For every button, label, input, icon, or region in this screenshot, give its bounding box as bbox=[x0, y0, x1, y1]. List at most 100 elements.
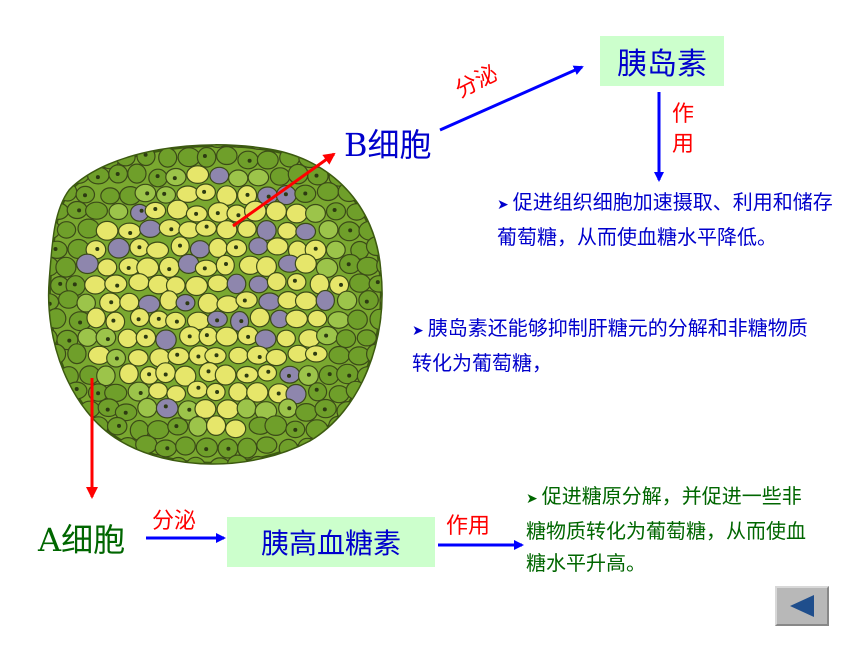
islet-cell bbox=[269, 167, 291, 186]
islet-cell bbox=[369, 454, 382, 464]
cell-nucleus bbox=[64, 406, 69, 411]
cell-nucleus bbox=[109, 300, 114, 305]
islet-cell bbox=[105, 311, 126, 332]
back-button[interactable] bbox=[775, 586, 829, 626]
islet-cell bbox=[307, 456, 330, 464]
cell-nucleus bbox=[396, 428, 400, 432]
islet-cell bbox=[336, 437, 358, 457]
cell-nucleus bbox=[215, 390, 220, 394]
islet-cell bbox=[266, 145, 290, 150]
glucagon-box: 胰高血糖素 bbox=[227, 517, 435, 567]
islet-cell bbox=[285, 309, 309, 329]
cell-nucleus bbox=[187, 334, 192, 339]
islet-cell bbox=[216, 220, 238, 240]
cell-nucleus bbox=[111, 318, 116, 323]
islet-cell bbox=[248, 275, 269, 294]
islet-cell bbox=[57, 149, 81, 168]
cell-nucleus bbox=[287, 406, 292, 411]
cell-nucleus bbox=[169, 227, 174, 232]
glucagon-label: 胰高血糖素 bbox=[260, 527, 401, 560]
cell-nucleus bbox=[156, 316, 161, 321]
cell-nucleus bbox=[72, 282, 77, 287]
insulin-action-label: 作用 bbox=[672, 102, 695, 157]
cell-nucleus bbox=[44, 371, 48, 375]
islet-cell bbox=[256, 220, 277, 242]
a-cell-label: A细胞 bbox=[38, 521, 126, 559]
islet-cell bbox=[258, 292, 281, 311]
islet-cell bbox=[294, 291, 318, 311]
cell-nucleus bbox=[49, 444, 54, 449]
islet-cell bbox=[155, 398, 179, 419]
islet-cell bbox=[237, 220, 257, 239]
islet-cell bbox=[107, 237, 131, 259]
islet-cell bbox=[49, 147, 60, 166]
islet-cell bbox=[100, 187, 120, 205]
islet-cell bbox=[206, 145, 229, 149]
cell-nucleus bbox=[163, 404, 168, 409]
cell-nucleus bbox=[67, 338, 72, 343]
islet-cell bbox=[346, 453, 368, 464]
islet-cell bbox=[214, 364, 237, 386]
cell-nucleus bbox=[128, 231, 133, 235]
cell-nucleus bbox=[85, 445, 90, 450]
cell-nucleus bbox=[194, 211, 199, 216]
islet-cell bbox=[388, 166, 408, 183]
islet-cell bbox=[67, 343, 87, 365]
islet-cell bbox=[265, 348, 288, 367]
islet-cell bbox=[145, 145, 167, 150]
cell-nucleus bbox=[247, 158, 252, 163]
cell-nucleus bbox=[54, 170, 59, 175]
islet-cell bbox=[246, 345, 270, 365]
islet-cell bbox=[118, 363, 139, 385]
islet-cell bbox=[159, 290, 179, 311]
cell-nucleus bbox=[174, 319, 179, 324]
islet-cell bbox=[66, 145, 90, 148]
cell-nucleus bbox=[143, 334, 148, 339]
cell-nucleus bbox=[324, 333, 329, 338]
insulin-effect-1-text: 促进组织细胞加速摄取、利用和储存葡萄糖，从而使血糖水平降低。 bbox=[497, 190, 833, 249]
islet-cell bbox=[49, 437, 61, 455]
cell-nucleus bbox=[172, 176, 177, 181]
cell-nucleus bbox=[244, 373, 249, 378]
islet-cell bbox=[327, 311, 350, 329]
islet-cell bbox=[77, 437, 99, 458]
islet-cell bbox=[335, 329, 357, 349]
islet-cell bbox=[54, 438, 78, 457]
islet-cell bbox=[207, 274, 229, 293]
cell-nucleus bbox=[296, 138, 300, 142]
cell-nucleus bbox=[83, 193, 87, 198]
islet-cell bbox=[54, 400, 77, 420]
islet-cell bbox=[358, 400, 380, 420]
islet-cell bbox=[138, 219, 162, 238]
islet-cell bbox=[297, 437, 318, 456]
islet-cell bbox=[148, 382, 169, 400]
islet-cell bbox=[376, 222, 382, 241]
glucagon-action-label: 作用 bbox=[446, 514, 491, 539]
cell-nucleus bbox=[377, 386, 382, 391]
islet-cell bbox=[376, 328, 382, 350]
cell-nucleus bbox=[44, 335, 48, 339]
cell-nucleus bbox=[354, 170, 359, 175]
islet-cell bbox=[228, 145, 249, 148]
cell-nucleus bbox=[167, 267, 172, 272]
islet-cell bbox=[188, 416, 208, 437]
cell-nucleus bbox=[215, 318, 220, 323]
arrow-islet-to-b-cell bbox=[232, 152, 336, 228]
cell-nucleus bbox=[276, 391, 281, 396]
bullet-icon: ➤ bbox=[526, 491, 538, 507]
cell-nucleus bbox=[53, 247, 58, 251]
cell-nucleus bbox=[235, 136, 239, 140]
cell-nucleus bbox=[94, 462, 99, 464]
islet-cell bbox=[196, 146, 217, 168]
islet-cell bbox=[77, 327, 98, 347]
islet-cell bbox=[294, 403, 318, 422]
islet-cell bbox=[315, 289, 335, 312]
cell-nucleus bbox=[242, 298, 247, 303]
islet-cell bbox=[356, 436, 377, 457]
pancreatic-islet-illustration bbox=[44, 136, 408, 465]
islet-cell bbox=[95, 327, 117, 348]
insulin-label: 胰岛素 bbox=[617, 47, 707, 82]
islet-cell bbox=[49, 416, 70, 438]
cell-nucleus bbox=[383, 338, 387, 342]
